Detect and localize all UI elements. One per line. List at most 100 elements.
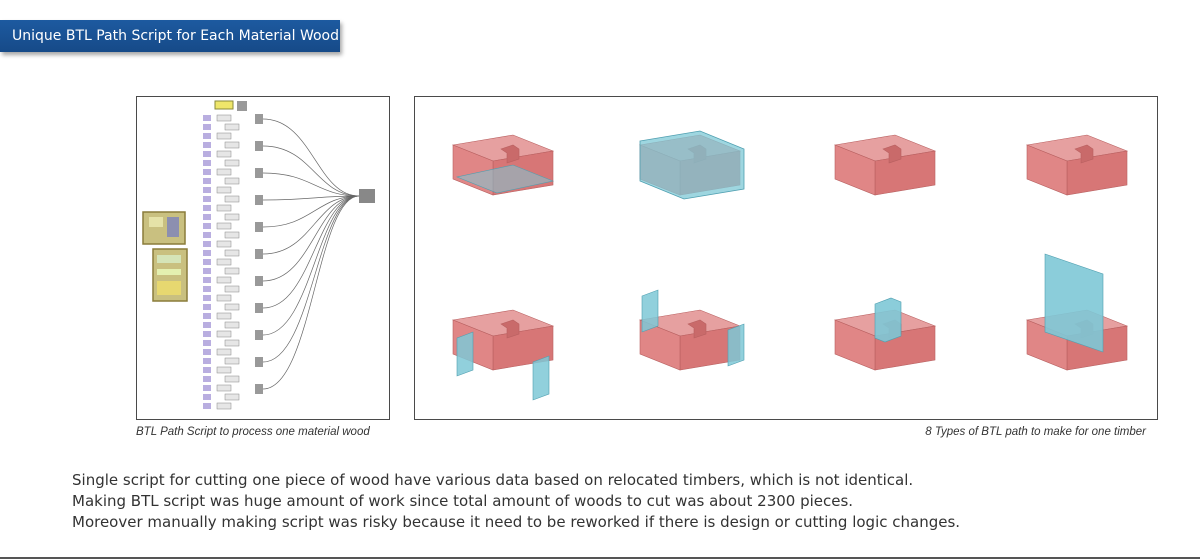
script-node [203,277,211,283]
script-node [203,169,211,175]
header-banner: Unique BTL Path Script for Each Material… [0,20,340,52]
script-wire [262,195,360,201]
script-node [203,304,211,310]
script-node [203,241,211,247]
script-node [224,357,240,365]
script-node [203,385,211,391]
page-title: Unique BTL Path Script for Each Material… [12,28,340,44]
script-node [203,214,211,220]
body-line: Single script for cutting one piece of w… [72,471,914,489]
script-node [224,195,240,203]
script-wire [262,195,360,309]
path-plane [532,355,550,401]
script-node [224,249,240,257]
script-wire [262,195,360,336]
script-node [216,384,232,392]
script-node [216,366,232,374]
script-node [255,357,263,367]
script-node [203,115,211,121]
script-node [203,394,211,400]
script-node [203,340,211,346]
path-plane [456,331,474,377]
script-node [216,402,232,410]
script-node [203,367,211,373]
btl-path-type-3 [834,134,936,196]
script-node [203,124,211,130]
script-node [216,132,232,140]
script-wire [262,195,360,228]
path-plane [455,164,555,194]
path-volume [639,130,745,200]
script-node [237,101,247,111]
script-figure-caption: BTL Path Script to process one material … [136,426,370,438]
paths-figure-caption: 8 Types of BTL path to make for one timb… [925,426,1146,438]
script-wire [262,145,360,197]
script-node [203,151,211,157]
script-node [255,114,263,124]
script-node [203,331,211,337]
script-node [216,114,232,122]
script-node [216,186,232,194]
path-volume [874,297,902,343]
script-node [203,349,211,355]
btl-paths-diagram [452,130,1128,401]
script-node [203,187,211,193]
script-node [216,222,232,230]
script-output-node [359,189,375,203]
script-node [255,222,263,232]
script-node [203,250,211,256]
script-node [224,321,240,329]
script-node [203,232,211,238]
body-text: Single script for cutting one piece of w… [72,470,1172,533]
script-node [224,267,240,275]
script-node [224,393,240,401]
script-node [255,141,263,151]
script-node [224,177,240,185]
script-node [255,249,263,259]
script-wire [262,195,360,255]
script-node [167,217,179,237]
btl-path-type-4 [1026,134,1128,196]
path-plane [1044,253,1104,353]
script-node [224,123,240,131]
script-node [157,269,181,275]
script-figure [136,96,390,420]
body-line: Making BTL script was huge amount of wor… [72,492,854,510]
script-node [255,276,263,286]
script-node [157,255,181,263]
script-wire [262,195,360,282]
script-node [203,196,211,202]
script-node [255,303,263,313]
script-node [224,213,240,221]
script-node [216,168,232,176]
btl-path-type-2 [639,130,745,200]
script-node [203,403,211,409]
path-plane [641,289,659,333]
script-wire [262,118,360,197]
script-wires [262,118,360,390]
btl-paths-figure [414,96,1158,420]
body-line: Moreover manually making script was risk… [72,513,961,531]
script-node [203,205,211,211]
script-node [203,376,211,382]
script-node [255,330,263,340]
script-node [216,312,232,320]
btl-path-type-1 [452,134,555,196]
script-node [224,375,240,383]
script-node [149,217,163,227]
script-wire [262,195,360,390]
script-node [224,159,240,167]
script-node [203,358,211,364]
script-node [203,313,211,319]
script-node [255,168,263,178]
script-node [224,231,240,239]
script-node [216,150,232,158]
script-node [216,348,232,356]
script-node [203,322,211,328]
script-node [214,100,234,110]
path-plane [727,323,745,367]
btl-path-type-8 [1026,253,1128,371]
script-node [216,330,232,338]
btl-path-type-7 [834,297,936,371]
script-node [224,303,240,311]
